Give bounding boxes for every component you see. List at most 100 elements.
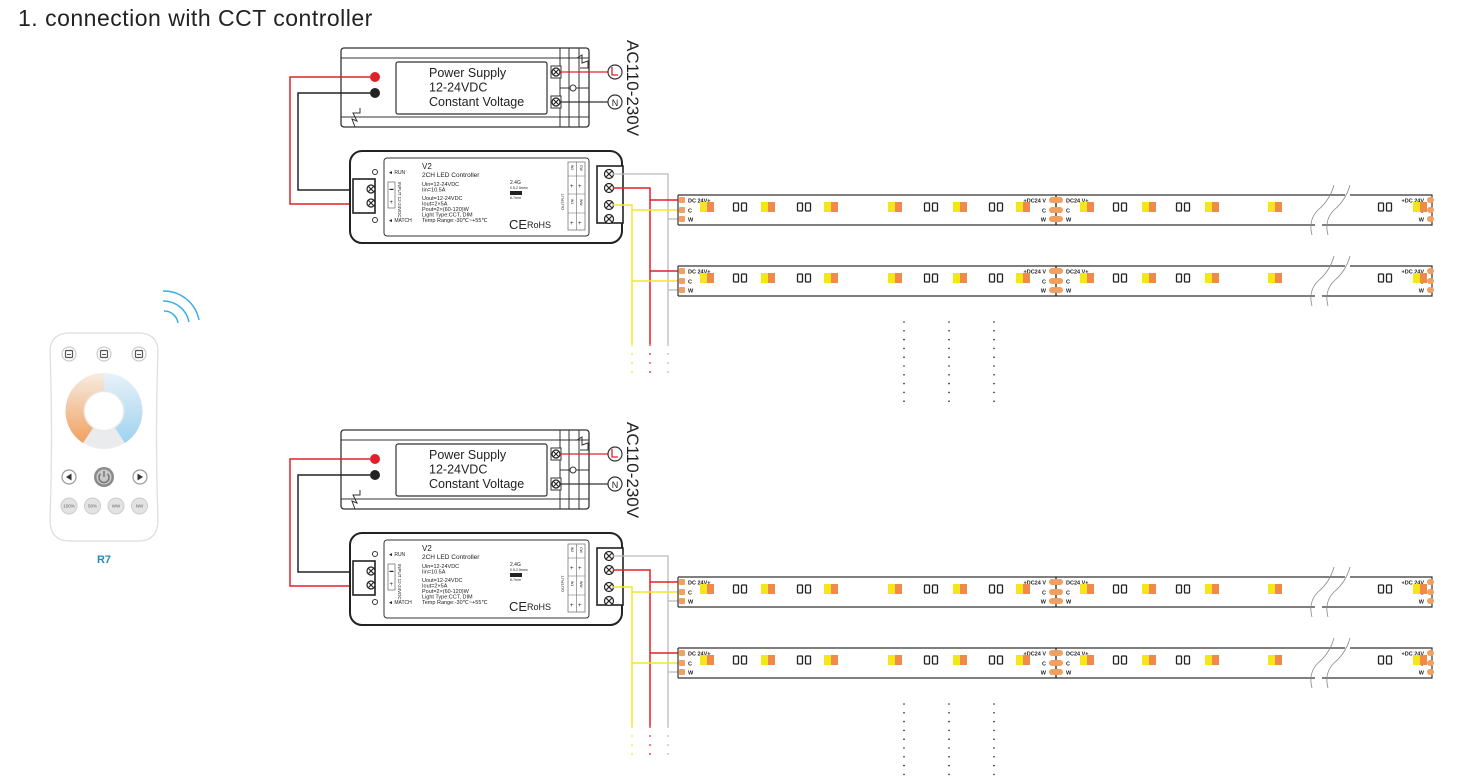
plus-label: +	[578, 184, 582, 190]
save-scene-button[interactable]	[61, 346, 77, 362]
solder-pad	[1049, 589, 1063, 595]
mount-tab	[351, 490, 361, 510]
pad-label: DC 24V+	[688, 270, 710, 276]
led-chip	[1087, 202, 1094, 212]
cut-mark	[1326, 184, 1351, 236]
preset-button[interactable]: NW	[131, 497, 148, 515]
resistor	[796, 202, 804, 212]
continuation-dot	[667, 344, 669, 346]
led-chip	[1205, 655, 1212, 665]
led-chip	[1080, 584, 1087, 594]
led-chip	[1212, 273, 1219, 283]
led-chip	[888, 655, 895, 665]
continuation-dot	[903, 356, 905, 359]
continuation-dot	[993, 729, 995, 732]
spec-text: Uout=12-24VDC	[422, 578, 463, 584]
resistor	[732, 202, 740, 212]
cut-mark	[1310, 255, 1335, 307]
spec-text: Uout=12-24VDC	[422, 196, 463, 202]
led-chip	[1413, 655, 1420, 665]
pad-label: W	[1041, 218, 1047, 224]
pad-label: DC 24V+	[688, 199, 710, 205]
continuation-dot	[948, 400, 950, 403]
save-scene-button[interactable]	[131, 346, 147, 362]
continuation-dot	[993, 756, 995, 758]
resistor	[988, 273, 996, 283]
resistor	[740, 273, 748, 283]
continuation-dot	[948, 773, 950, 776]
resistor	[796, 584, 804, 594]
continuation-dot	[993, 356, 995, 359]
channel-label: WW	[579, 199, 583, 206]
continuation-dot	[993, 400, 995, 403]
power-button[interactable]	[94, 467, 114, 487]
preset-button[interactable]: WW	[107, 497, 125, 515]
pad-label: W	[688, 218, 694, 224]
pad-label: C	[688, 280, 692, 286]
spec-text: Uin=12-24VDC	[422, 182, 459, 188]
resistor	[796, 655, 804, 665]
led-chip	[953, 655, 960, 665]
resistor	[1112, 273, 1120, 283]
resistor	[1112, 202, 1120, 212]
color-ring[interactable]	[65, 372, 143, 449]
resistor	[732, 584, 740, 594]
channel-label: CW	[579, 547, 583, 554]
pad-label: +DC24 V	[1024, 581, 1047, 587]
preset-button[interactable]: 100%	[60, 497, 78, 515]
solder-pad	[1427, 278, 1434, 284]
resistor	[931, 273, 939, 283]
input-neg-label: ▬	[390, 568, 394, 573]
led-chip	[1275, 273, 1282, 283]
led-chip	[960, 273, 967, 283]
solder-pad	[679, 197, 685, 203]
preset-button[interactable]: 50%	[84, 497, 101, 515]
solder-pad	[1427, 197, 1434, 203]
solder-pad	[1427, 268, 1434, 274]
run-button-label: ◄ RUN	[388, 552, 406, 558]
resistor	[804, 584, 812, 594]
dc-negative-terminal	[370, 470, 380, 480]
screw-terminal-icon	[551, 449, 561, 459]
plus-label: +	[570, 566, 574, 572]
left-arrow-button[interactable]	[61, 469, 77, 485]
strip-edge	[678, 647, 1345, 679]
screw-terminal-icon	[603, 595, 615, 607]
screw-terminal-icon	[603, 182, 615, 194]
preset-label: NW	[136, 504, 144, 509]
solder-pad	[1427, 598, 1434, 604]
continuation-dot	[903, 738, 905, 740]
preset-label: 100%	[63, 504, 75, 509]
neutral-symbol-icon	[607, 476, 623, 492]
match-button-label: ◄ MATCH	[388, 600, 412, 606]
pad-label: C	[1042, 591, 1046, 597]
led-chip	[1016, 273, 1023, 283]
led-chip	[1275, 584, 1282, 594]
channel-label: CW	[579, 165, 583, 172]
strip-edge	[678, 194, 1345, 226]
continuation-dot	[903, 400, 905, 403]
right-arrow-button[interactable]	[132, 469, 148, 485]
resistor	[923, 655, 931, 665]
cut-mark	[1310, 184, 1335, 236]
mount-tab	[576, 436, 589, 451]
led-chip	[768, 584, 775, 594]
continuation-dot	[948, 356, 950, 359]
save-scene-button[interactable]	[96, 346, 112, 362]
output-label: OUTPUT	[560, 193, 565, 210]
cut-mark	[1310, 566, 1335, 618]
resistor	[988, 584, 996, 594]
led-chip	[700, 202, 707, 212]
channel-label: W1	[570, 199, 574, 204]
continuation-dot	[631, 362, 633, 364]
led-chip	[707, 584, 714, 594]
continuation-dot	[667, 753, 669, 755]
resistor	[996, 655, 1004, 665]
solder-pad	[679, 268, 685, 274]
led-chip	[1149, 202, 1156, 212]
continuation-dot	[631, 353, 633, 355]
pad-label: W	[1041, 289, 1047, 295]
